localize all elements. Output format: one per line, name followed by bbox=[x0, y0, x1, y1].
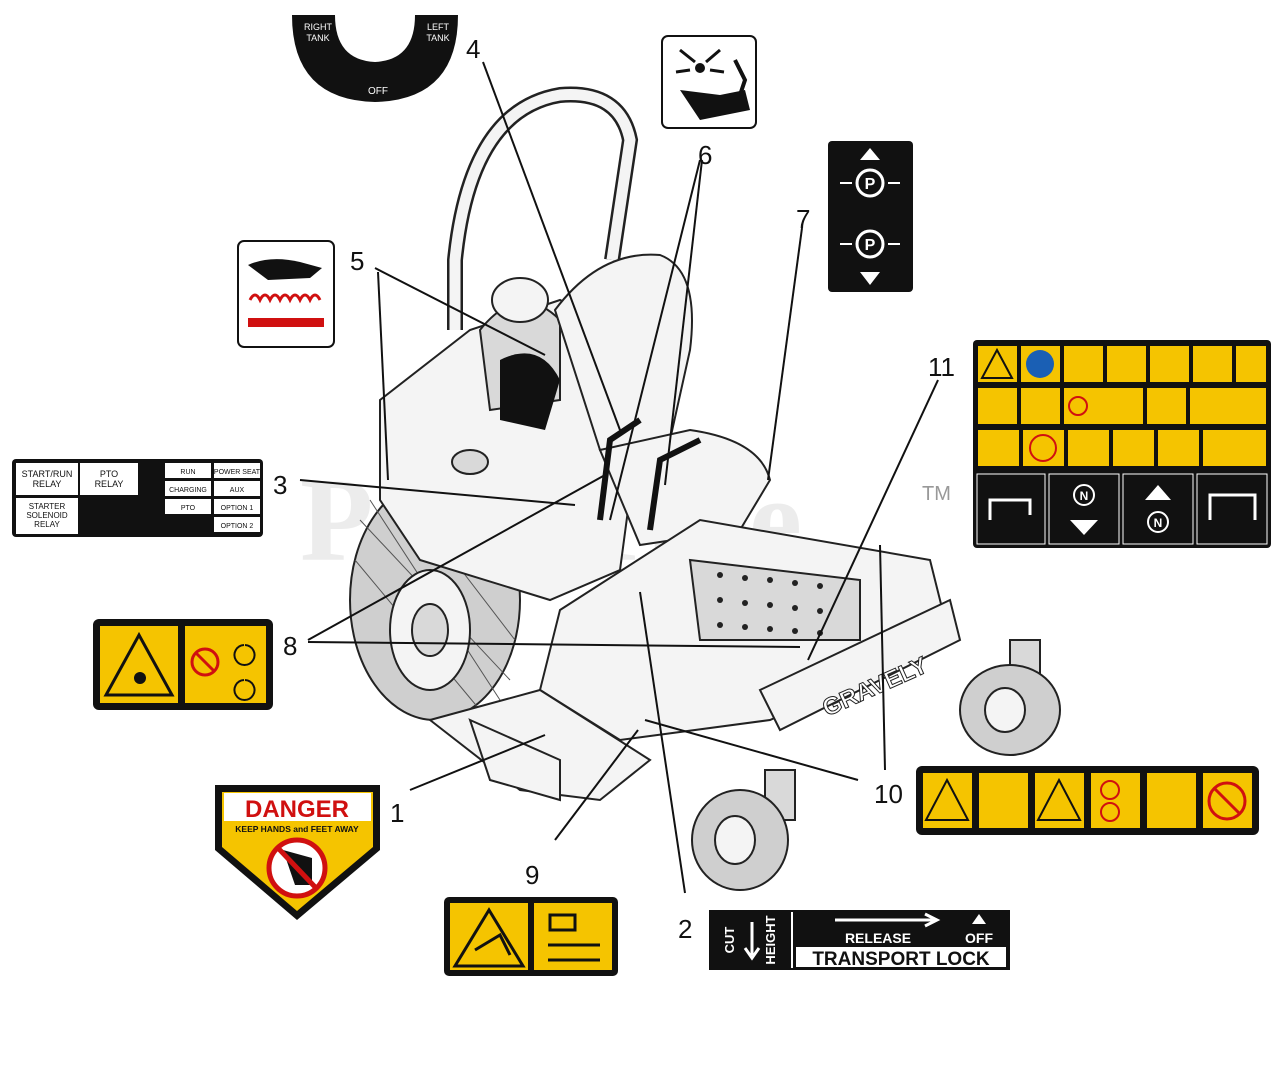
callout-5: 5 bbox=[350, 246, 364, 276]
watermark-tm: TM bbox=[922, 483, 951, 505]
danger-title: DANGER bbox=[245, 796, 349, 823]
off-label: OFF bbox=[965, 930, 993, 946]
cut-label: CUT bbox=[722, 927, 737, 954]
safety-strip-decal bbox=[916, 766, 1259, 835]
parking-brake-icon: P P bbox=[828, 141, 913, 292]
fuse-option-1-label: OPTION 1 bbox=[221, 505, 254, 512]
fuse-pto-label: PTO bbox=[181, 505, 196, 512]
fuse-charging-label: CHARGING bbox=[169, 487, 207, 494]
callout-7: 7 bbox=[796, 204, 810, 234]
blade-hazard-icon bbox=[444, 897, 618, 976]
fuel-off-label: OFF bbox=[368, 86, 388, 97]
danger-decal: DANGER KEEP HANDS and FEET AWAY bbox=[215, 785, 380, 920]
callout-8: 8 bbox=[283, 631, 297, 661]
callout-11: 11 bbox=[928, 352, 955, 382]
mower-illustration: GRAVELY bbox=[349, 86, 1061, 891]
svg-text:N: N bbox=[1154, 516, 1163, 530]
callout-6: 6 bbox=[698, 140, 712, 170]
fuse-aux-label: AUX bbox=[230, 487, 245, 494]
fuse-option-2-label: OPTION 2 bbox=[221, 523, 254, 530]
callout-10: 10 bbox=[874, 779, 903, 809]
transport-lock-label: TRANSPORT LOCK bbox=[812, 949, 990, 970]
callout-9: 9 bbox=[525, 860, 539, 890]
callout-1: 1 bbox=[390, 798, 404, 828]
callout-lines bbox=[299, 61, 939, 894]
entanglement-hazard-decal bbox=[93, 619, 273, 710]
pinch-point-icon bbox=[661, 35, 757, 129]
fuse-run-label: RUN bbox=[180, 469, 195, 476]
callout-3: 3 bbox=[273, 470, 287, 500]
danger-subtitle: KEEP HANDS and FEET AWAY bbox=[235, 824, 359, 834]
release-label: RELEASE bbox=[845, 930, 911, 946]
callout-2: 2 bbox=[678, 914, 692, 944]
height-label: HEIGHT bbox=[763, 915, 778, 964]
fuse-power-seat-label: POWER SEAT bbox=[214, 469, 261, 476]
svg-text:P: P bbox=[865, 237, 876, 254]
callout-4: 4 bbox=[466, 34, 480, 64]
svg-text:N: N bbox=[1080, 489, 1089, 503]
hot-surface-icon bbox=[237, 240, 335, 348]
safety-warning-icons: N N bbox=[973, 340, 1271, 548]
transport-lock-decal: CUT HEIGHT RELEASE OFF TRANSPORT LOCK bbox=[709, 910, 1010, 970]
svg-text:P: P bbox=[865, 176, 876, 193]
